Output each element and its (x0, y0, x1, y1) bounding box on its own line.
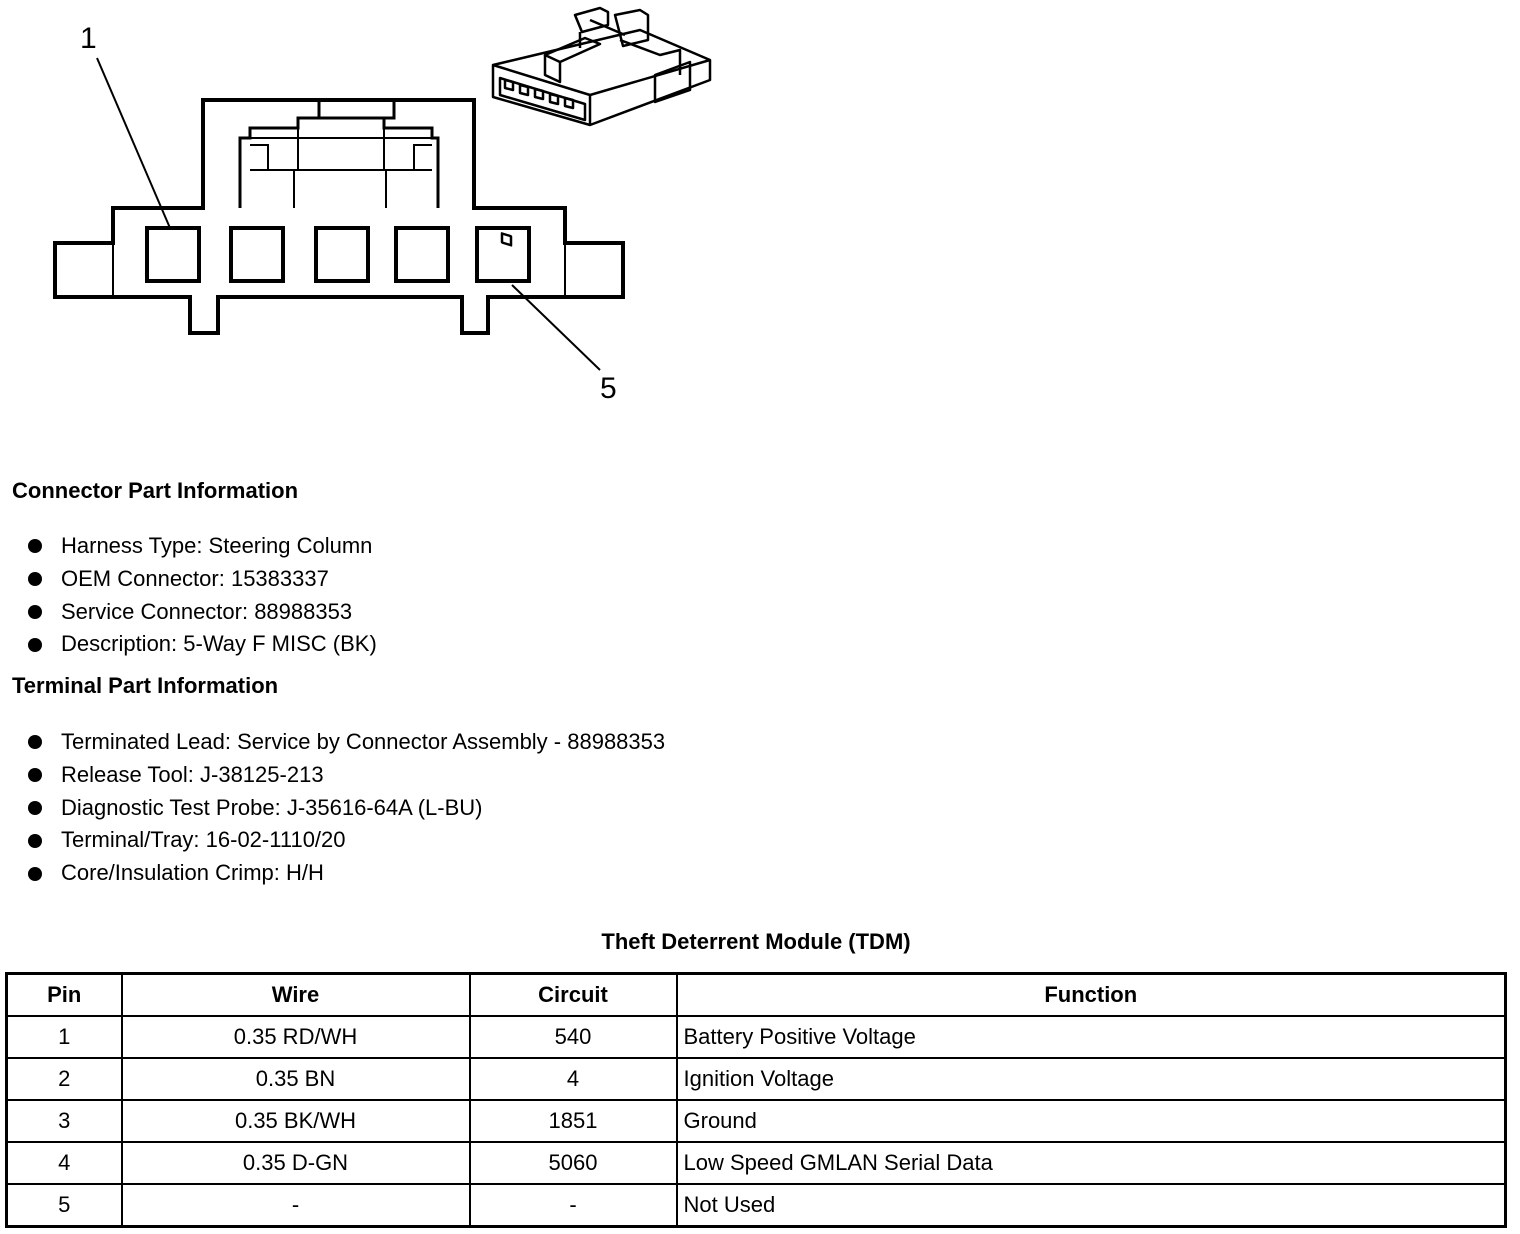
list-item-text: Release Tool: J-38125-213 (61, 761, 324, 787)
terminal-info-list: Terminated Lead: Service by Connector As… (28, 726, 665, 890)
cavity-2 (229, 226, 285, 283)
table-header-row: Pin Wire Circuit Function (5, 972, 1507, 1017)
callout-pin-1: 1 (80, 22, 97, 55)
bullet-icon (28, 866, 42, 881)
table-row: 1 0.35 RD/WH 540 Battery Positive Voltag… (5, 1015, 1507, 1059)
list-item: Service Connector: 88988353 (28, 596, 377, 629)
cell-wire: 0.35 D-GN (120, 1141, 471, 1185)
list-item: Terminated Lead: Service by Connector As… (28, 726, 665, 759)
cavity-3 (314, 226, 370, 283)
list-item-text: Service Connector: 88988353 (61, 598, 353, 624)
bullet-icon (28, 735, 42, 750)
cell-pin: 1 (5, 1015, 123, 1059)
header-pin: Pin (5, 972, 123, 1017)
connector-latch-outline (317, 100, 396, 120)
connector-info-heading: Connector Part Information (12, 478, 299, 503)
callout-5-leader (511, 284, 601, 371)
table-title: Theft Deterrent Module (TDM) (601, 929, 911, 954)
cell-wire: 0.35 RD/WH (120, 1015, 471, 1059)
cell-wire: 0.35 BK/WH (120, 1099, 471, 1143)
callout-1-leader (96, 57, 171, 229)
cell-function: Ignition Voltage (675, 1057, 1507, 1101)
list-item: Terminal/Tray: 16-02-1110/20 (28, 824, 665, 857)
cavity-4 (394, 226, 450, 283)
bullet-icon (28, 539, 42, 554)
header-function: Function (675, 972, 1507, 1017)
table-row: 3 0.35 BK/WH 1851 Ground (5, 1099, 1507, 1143)
list-item-text: OEM Connector: 15383337 (61, 565, 329, 591)
bullet-icon (28, 800, 42, 815)
cell-pin: 4 (5, 1141, 123, 1185)
bullet-icon (28, 604, 42, 619)
table-row: 4 0.35 D-GN 5060 Low Speed GMLAN Serial … (5, 1141, 1507, 1185)
cell-function: Not Used (675, 1183, 1507, 1228)
table-row: 5 - - Not Used (5, 1183, 1507, 1228)
header-wire: Wire (120, 972, 471, 1017)
cell-wire: 0.35 BN (120, 1057, 471, 1101)
bullet-icon (28, 637, 42, 652)
cell-circuit: 5060 (468, 1141, 678, 1185)
header-circuit: Circuit (468, 972, 678, 1017)
pinout-table: Pin Wire Circuit Function 1 0.35 RD/WH 5… (5, 972, 1507, 1228)
connector-face-diagram (53, 6, 712, 371)
list-item-text: Terminated Lead: Service by Connector As… (61, 729, 666, 754)
list-item: Description: 5-Way F MISC (BK) (28, 628, 377, 661)
cell-function: Ground (675, 1099, 1507, 1143)
list-item: Harness Type: Steering Column (28, 530, 377, 563)
cell-wire: - (120, 1183, 471, 1228)
cell-function: Battery Positive Voltage (675, 1015, 1507, 1059)
list-item-text: Core/Insulation Crimp: H/H (61, 860, 324, 886)
connector-3d-thumbnail (491, 6, 712, 247)
bullet-icon (28, 768, 42, 783)
cell-circuit: 1851 (468, 1099, 678, 1143)
cell-circuit: - (468, 1183, 678, 1228)
table-row: 2 0.35 BN 4 Ignition Voltage (5, 1057, 1507, 1101)
cell-function: Low Speed GMLAN Serial Data (675, 1141, 1507, 1185)
list-item-text: Harness Type: Steering Column (61, 533, 373, 558)
list-item-text: Description: 5-Way F MISC (BK) (61, 631, 377, 657)
connector-body-outline (53, 98, 625, 335)
bullet-icon (28, 833, 42, 848)
connector-lock-outline (238, 116, 440, 208)
cavity-1 (145, 226, 201, 283)
list-item-text: Terminal/Tray: 16-02-1110/20 (61, 827, 346, 853)
list-item-text: Diagnostic Test Probe: J-35616-64A (L-BU… (61, 794, 483, 820)
cell-pin: 2 (5, 1057, 123, 1101)
terminal-info-heading: Terminal Part Information (12, 673, 279, 698)
list-item: OEM Connector: 15383337 (28, 563, 377, 596)
cell-pin: 5 (5, 1183, 123, 1228)
cavity-5 (475, 226, 531, 283)
cell-circuit: 540 (468, 1015, 678, 1059)
connector-info-list: Harness Type: Steering Column OEM Connec… (28, 530, 377, 661)
cell-circuit: 4 (468, 1057, 678, 1101)
list-item: Diagnostic Test Probe: J-35616-64A (L-BU… (28, 792, 665, 825)
callout-pin-5: 5 (600, 372, 617, 405)
list-item: Release Tool: J-38125-213 (28, 759, 665, 792)
cell-pin: 3 (5, 1099, 123, 1143)
list-item: Core/Insulation Crimp: H/H (28, 857, 665, 890)
bullet-icon (28, 572, 42, 587)
